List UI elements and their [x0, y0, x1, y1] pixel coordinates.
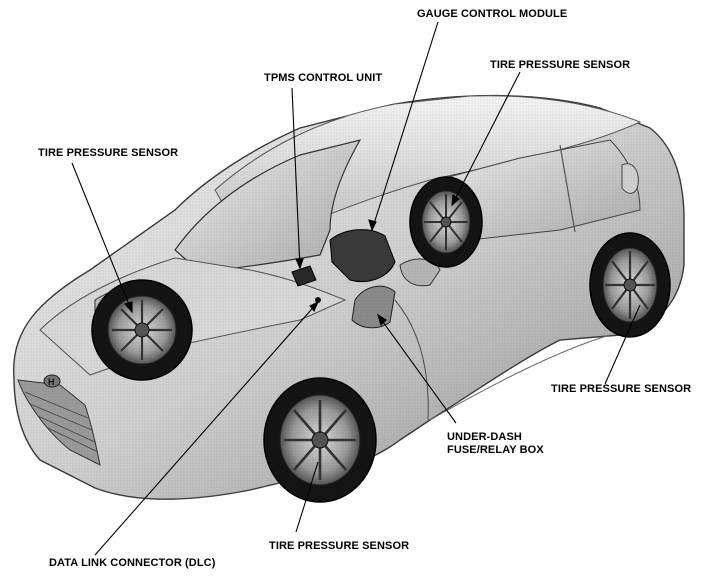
rocker-line	[429, 334, 611, 421]
tire-pressure-sensor-left-label: TIRE PRESSURE SENSOR	[38, 147, 179, 159]
tire-pressure-sensor-top-right-label: TIRE PRESSURE SENSOR	[490, 59, 631, 71]
tpms-control-unit-label: TPMS CONTROL UNIT	[264, 72, 383, 84]
tire-pressure-sensor-right-label: TIRE PRESSURE SENSOR	[551, 383, 692, 395]
tire-pressure-sensor-bottom-label: TIRE PRESSURE SENSOR	[269, 540, 410, 552]
leader-tps-left	[71, 162, 133, 313]
leader-tps-top-right	[451, 71, 521, 206]
leader-gauge	[371, 21, 439, 231]
leader-tpms	[291, 87, 301, 269]
leader-dlc	[94, 301, 319, 556]
under-dash-label-line2: FUSE/RELAY BOX	[447, 444, 544, 456]
gauge-control-module-label: GAUGE CONTROL MODULE	[417, 8, 568, 20]
leader-tps-bottom	[295, 461, 319, 533]
under-dash-label-line1: UNDER-DASH	[447, 431, 522, 443]
data-link-connector-label: DATA LINK CONNECTOR (DLC)	[49, 557, 216, 569]
leader-tps-right	[604, 304, 641, 385]
leader-lines	[71, 21, 641, 556]
texture-overlay	[13, 95, 684, 500]
leader-fuse-box	[377, 314, 457, 424]
